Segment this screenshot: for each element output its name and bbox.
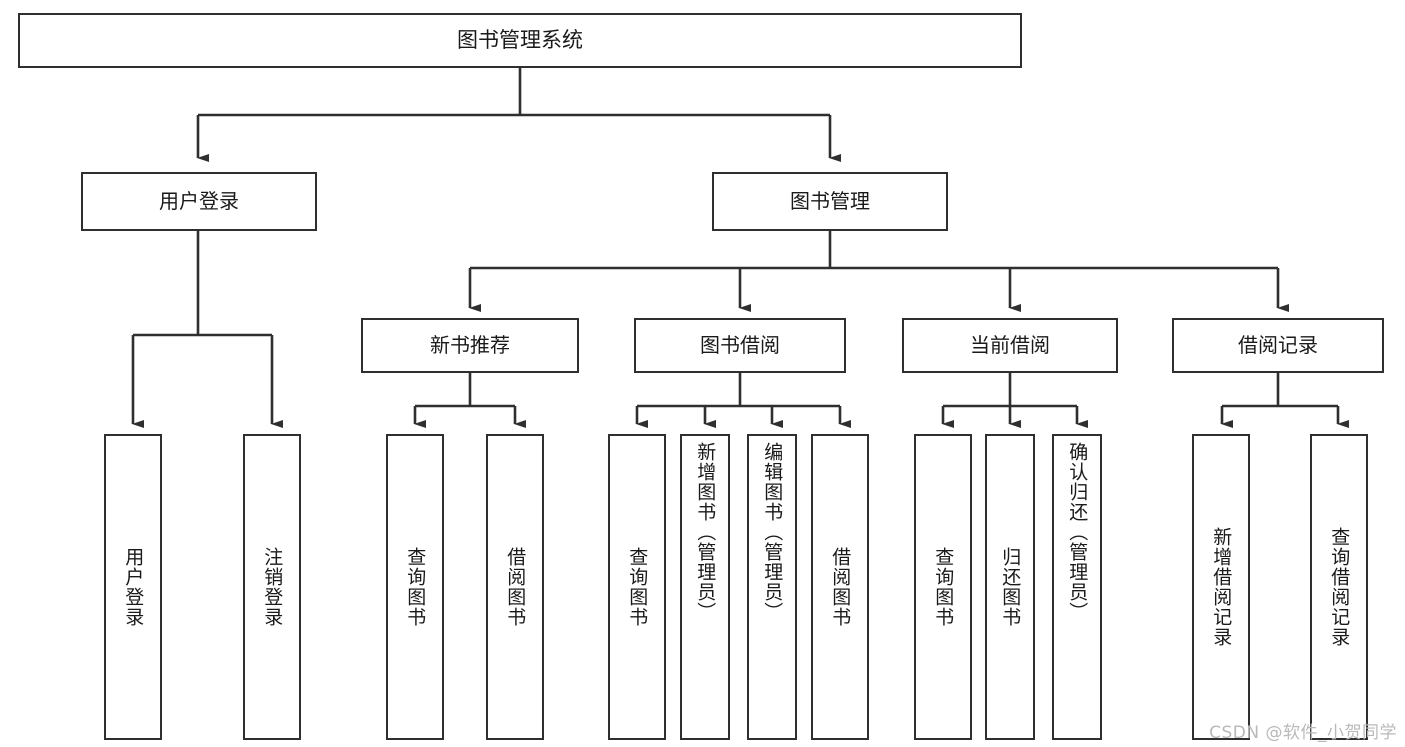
node-book-management[interactable]: 图书管理 xyxy=(712,172,948,231)
leaf-book-borrow-add[interactable]: 新增图书（管理员） xyxy=(680,434,730,740)
node-current-borrow[interactable]: 当前借阅 xyxy=(902,318,1118,373)
watermark: CSDN @软件_小贺同学 xyxy=(1209,723,1397,743)
leaf-user-login-login[interactable]: 用户登录 xyxy=(104,434,162,740)
leaf-book-borrow-borrow[interactable]: 借阅图书 xyxy=(811,434,869,740)
leaf-current-borrow-confirm[interactable]: 确认归还（管理员） xyxy=(1052,434,1102,740)
node-root-system[interactable]: 图书管理系统 xyxy=(18,13,1022,68)
leaf-current-borrow-return[interactable]: 归还图书 xyxy=(985,434,1035,740)
leaf-current-borrow-query[interactable]: 查询图书 xyxy=(914,434,972,740)
leaf-borrow-record-query[interactable]: 查询借阅记录 xyxy=(1310,434,1368,740)
node-borrow-record[interactable]: 借阅记录 xyxy=(1172,318,1384,373)
leaf-book-borrow-query[interactable]: 查询图书 xyxy=(608,434,666,740)
node-new-book-recommend[interactable]: 新书推荐 xyxy=(361,318,579,373)
node-book-borrow[interactable]: 图书借阅 xyxy=(634,318,846,373)
leaf-new-book-query[interactable]: 查询图书 xyxy=(386,434,444,740)
leaf-borrow-record-add[interactable]: 新增借阅记录 xyxy=(1192,434,1250,740)
leaf-new-book-borrow[interactable]: 借阅图书 xyxy=(486,434,544,740)
leaf-user-login-logout[interactable]: 注销登录 xyxy=(243,434,301,740)
leaf-book-borrow-edit[interactable]: 编辑图书（管理员） xyxy=(747,434,797,740)
node-user-login[interactable]: 用户登录 xyxy=(81,172,317,231)
